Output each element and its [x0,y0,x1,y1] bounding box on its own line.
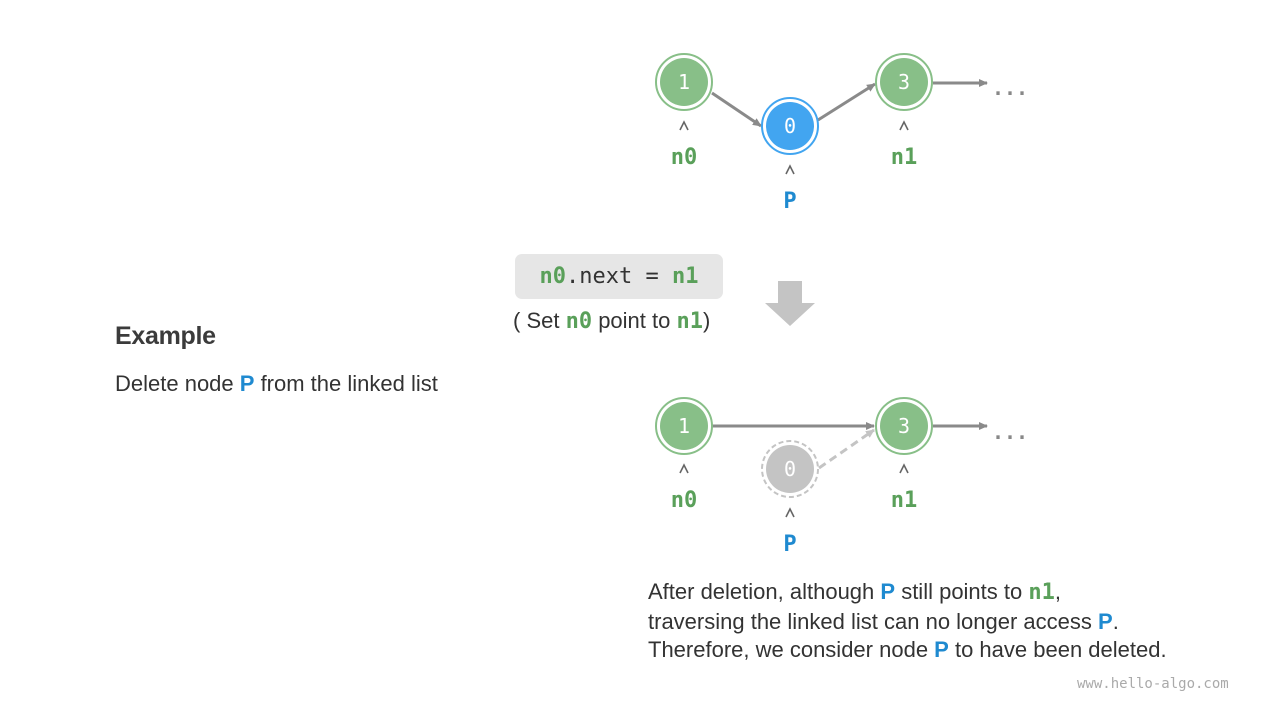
bottom-linked-list: 1 0 3 ... n0 P n1 [655,397,1028,557]
note-open: ( Set [513,308,566,333]
after-deletion-explanation: After deletion, although P still points … [648,578,1167,665]
top-ellipsis: ... [992,76,1028,100]
bottom-n0-pointer-icon [679,463,689,474]
note-close: ) [702,308,711,333]
top-n1-pointer-icon [899,120,909,131]
code-snippet: n0.next = n1 [515,254,723,299]
after-line2-a: traversing the linked list can no longer… [648,608,1099,634]
bottom-label-n0: n0 [671,488,698,513]
after-line3-p: P [934,637,949,662]
bottom-arrow-0-to-3-dashed [818,428,875,470]
top-node-0: 0 [761,97,819,155]
top-n0-pointer-icon [679,120,689,131]
bottom-label-n1: n1 [891,488,918,513]
top-node-1: 1 [655,53,713,111]
code-n1: n1 [671,264,699,289]
after-line-3: Therefore, we consider node P to have be… [648,636,1167,665]
top-p-pointer-icon [785,164,795,175]
after-line1-c: , [1054,579,1061,604]
top-node-1-value: 1 [678,70,690,94]
bottom-p-pointer-icon [785,507,795,518]
top-label-n1: n1 [891,145,918,170]
desc-text-after: from the linked list [254,371,438,396]
desc-p: P [239,371,255,396]
bottom-node-0-deleted: 0 [761,440,819,498]
note-mid: point to [592,308,677,333]
top-node-3: 3 [875,53,933,111]
after-line2-p: P [1098,608,1113,634]
watermark: www.hello-algo.com [1077,676,1229,692]
bottom-label-p: P [783,532,796,557]
example-description: Delete node P from the linked list [115,371,438,397]
bottom-node-3-value: 3 [898,414,910,438]
code-n0: n0 [539,264,567,289]
top-label-p: P [783,189,796,214]
bottom-ellipsis: ... [992,420,1028,444]
bottom-node-0-value: 0 [784,457,796,481]
top-node-0-value: 0 [784,114,796,138]
top-arrow-0-to-3 [817,82,876,122]
after-line3-a: Therefore, we consider node [648,637,935,662]
bottom-node-1-value: 1 [678,414,690,438]
after-line3-b: to have been deleted. [948,637,1167,662]
after-line-2: traversing the linked list can no longer… [648,608,1167,637]
bottom-node-3: 3 [875,397,933,455]
after-line1-n1: n1 [1028,580,1055,605]
code-middle: .next = [566,264,672,289]
after-line1-p: P [880,579,896,604]
note-n1: n1 [676,309,703,334]
after-line1-b: still points to [895,579,1029,604]
top-label-n0: n0 [671,145,698,170]
down-arrow-icon [765,281,815,326]
top-node-3-value: 3 [898,70,910,94]
example-title: Example [115,322,216,350]
desc-text-before: Delete node [115,371,240,396]
after-line2-b: . [1112,608,1119,634]
bottom-node-1: 1 [655,397,713,455]
top-linked-list: 1 0 3 ... n0 P n1 [655,53,1028,214]
bottom-n1-pointer-icon [899,463,909,474]
after-line1-a: After deletion, although [648,579,881,604]
note-n0: n0 [565,309,593,334]
top-arrow-1-to-0 [711,91,762,128]
code-note: ( Set n0 point to n1) [513,308,710,334]
after-line-1: After deletion, although P still points … [648,578,1167,608]
